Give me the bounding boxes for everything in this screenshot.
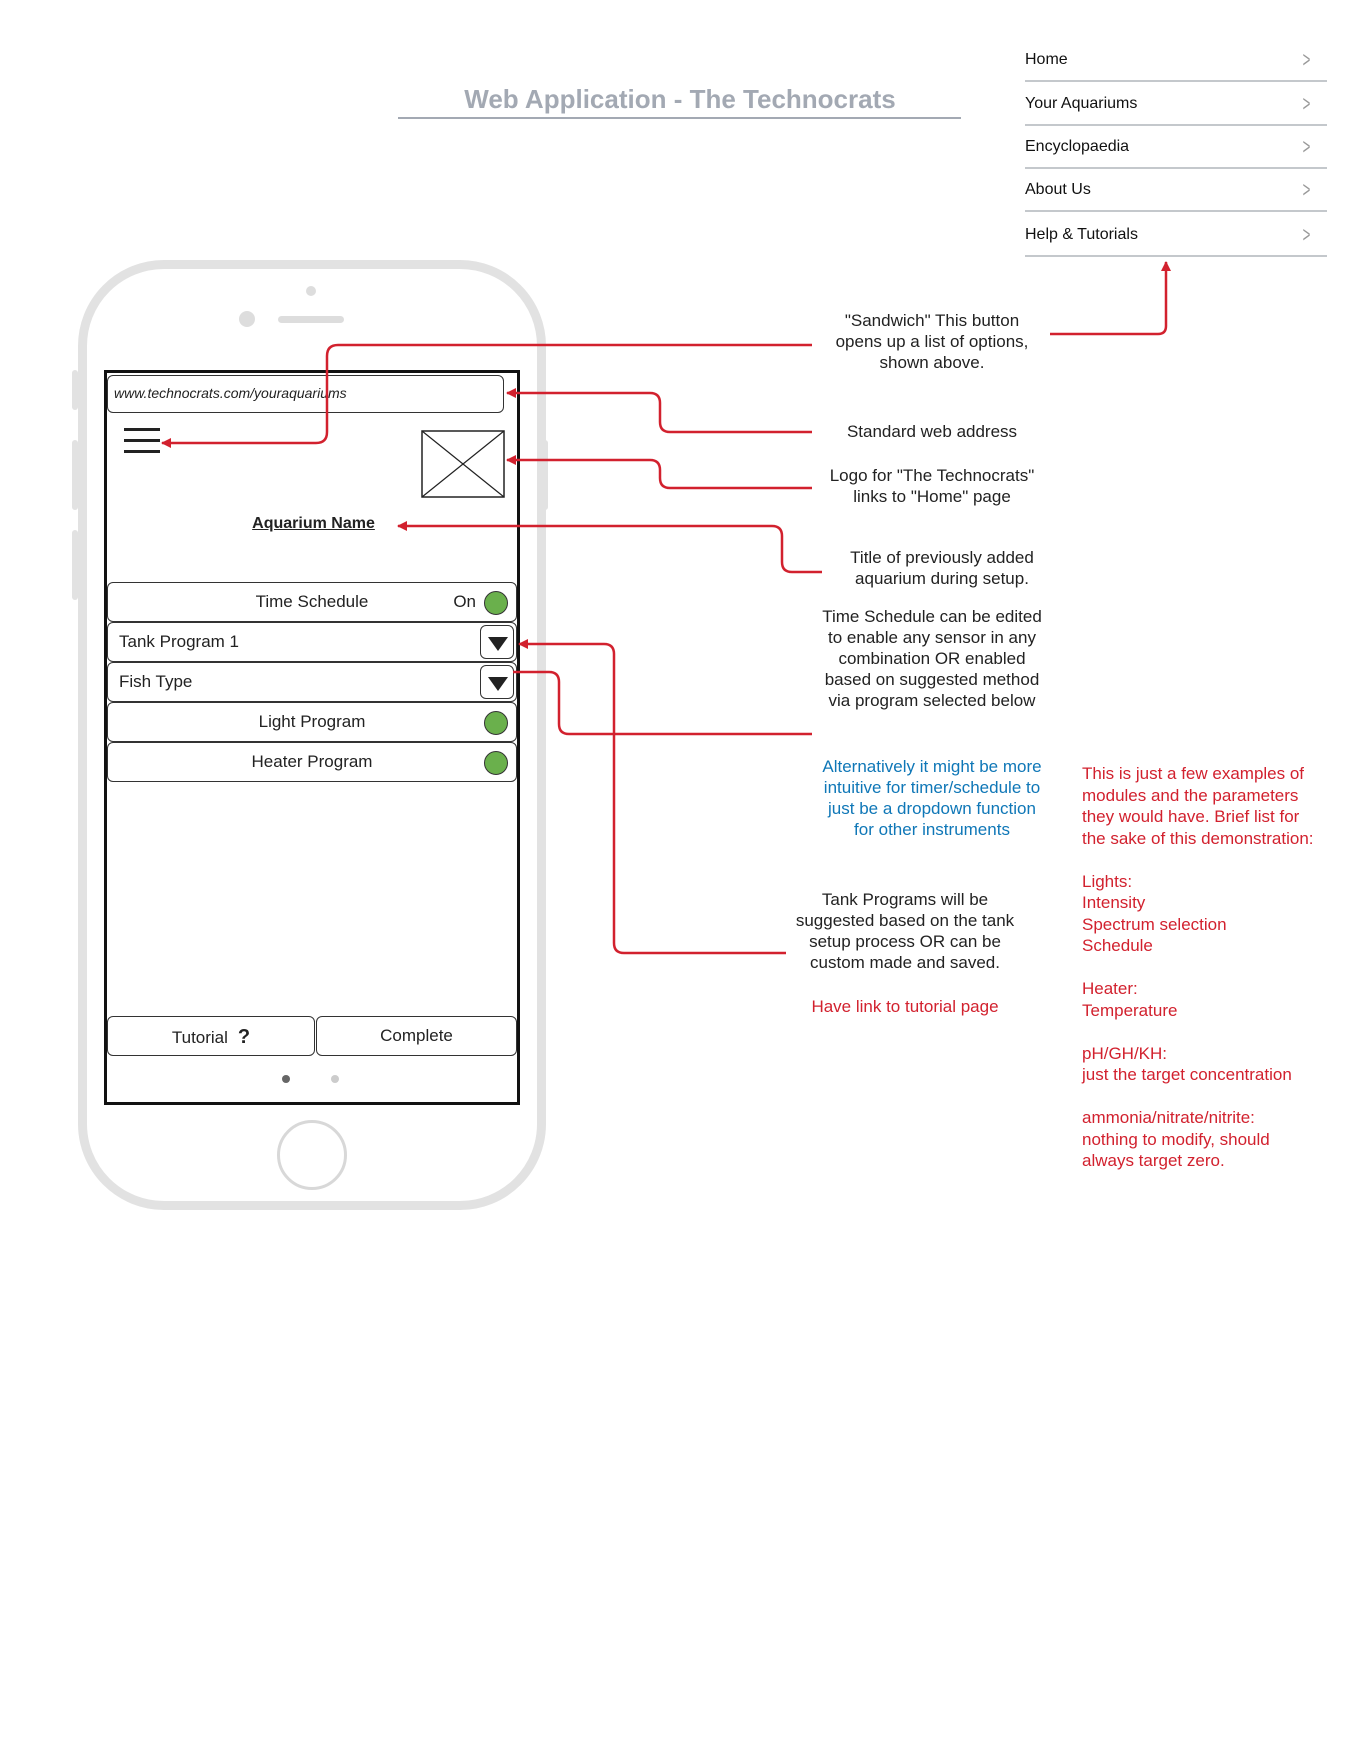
logo-note: Logo for "The Technocrats" links to "Hom… (829, 466, 1035, 506)
phone-side-button (72, 370, 78, 410)
phone-home-button[interactable] (277, 1120, 347, 1190)
phone-side-button (72, 530, 78, 600)
alternative-note: Alternatively it might be more intuitive… (822, 757, 1042, 839)
page-indicator-active[interactable] (282, 1075, 290, 1083)
arrow-logo (506, 455, 812, 490)
nav-item-encyclopaedia[interactable]: Encyclopaedia > (1025, 127, 1327, 169)
modules-note: This is just a few examples of modules a… (1082, 764, 1314, 1170)
nav-item-label: Encyclopaedia (1025, 138, 1130, 155)
light-program-row[interactable]: Light Program (107, 702, 517, 742)
url-bar[interactable]: www.technocrats.com/youraquariums (107, 375, 504, 413)
arrow-fish-type (513, 670, 812, 736)
fish-type-dropdown[interactable]: Fish Type (107, 662, 517, 702)
hamburger-menu-icon[interactable] (124, 428, 160, 461)
chevron-right-icon: > (1302, 222, 1311, 247)
time-schedule-label: Time Schedule (255, 592, 369, 611)
complete-button[interactable]: Complete (316, 1016, 517, 1056)
tank-program-dropdown[interactable]: Tank Program 1 (107, 622, 517, 662)
logo-placeholder-icon[interactable] (421, 430, 505, 498)
phone-side-button (72, 440, 78, 510)
help-icon: ? (237, 1026, 251, 1048)
page-title: Web Application - The Technocrats (464, 84, 896, 114)
tutorial-button-label: Tutorial (171, 1028, 228, 1047)
arrow-sandwich (161, 343, 812, 448)
page-indicator-inactive[interactable] (331, 1075, 339, 1083)
tank-programs-note: Tank Programs will be suggested based on… (795, 890, 1015, 972)
light-program-label: Light Program (258, 712, 366, 731)
arrow-title (397, 521, 822, 574)
nav-item-your-aquariums[interactable]: Your Aquariums > (1025, 84, 1327, 126)
time-schedule-status: On (453, 592, 476, 611)
nav-item-label: About Us (1025, 181, 1091, 198)
aquarium-name: Aquarium Name (252, 515, 375, 532)
chevron-right-icon: > (1302, 47, 1311, 72)
nav-item-label: Home (1025, 51, 1068, 68)
phone-side-button (542, 440, 548, 510)
phone-camera (239, 311, 255, 327)
nav-item-home[interactable]: Home > (1025, 40, 1327, 82)
status-indicator-icon[interactable] (484, 711, 508, 735)
time-schedule-row[interactable]: Time Schedule On (107, 582, 517, 622)
web-address-note: Standard web address (846, 422, 1018, 441)
dropdown-arrow-icon[interactable] (480, 665, 514, 699)
chevron-right-icon: > (1302, 134, 1311, 159)
tutorial-link-note: Have link to tutorial page (811, 997, 999, 1016)
nav-item-label: Help & Tutorials (1025, 226, 1138, 243)
status-indicator-icon[interactable] (484, 751, 508, 775)
heater-program-label: Heater Program (251, 752, 373, 771)
chevron-right-icon: > (1302, 91, 1311, 116)
phone-speaker (278, 316, 344, 323)
heater-program-row[interactable]: Heater Program (107, 742, 517, 782)
tutorial-button[interactable]: Tutorial? (107, 1016, 315, 1056)
arrow-web-address (506, 388, 812, 434)
complete-button-label: Complete (380, 1026, 453, 1045)
title-divider (398, 117, 961, 119)
chevron-right-icon: > (1302, 177, 1311, 202)
time-schedule-note: Time Schedule can be edited to enable an… (822, 607, 1042, 710)
fish-type-value: Fish Type (119, 672, 193, 691)
arrow-tank-program (518, 639, 786, 955)
arrow-nav-menu (1050, 261, 1171, 336)
sandwich-note: "Sandwich" This button opens up a list o… (835, 311, 1029, 372)
nav-item-help-tutorials[interactable]: Help & Tutorials > (1025, 215, 1327, 257)
phone-sensor (306, 286, 316, 296)
dropdown-arrow-icon[interactable] (480, 625, 514, 659)
nav-item-label: Your Aquariums (1025, 95, 1138, 112)
tank-program-value: Tank Program 1 (119, 632, 239, 651)
title-note: Title of previously added aquarium durin… (850, 548, 1034, 588)
status-indicator-icon[interactable] (484, 591, 508, 615)
nav-item-about-us[interactable]: About Us > (1025, 170, 1327, 212)
